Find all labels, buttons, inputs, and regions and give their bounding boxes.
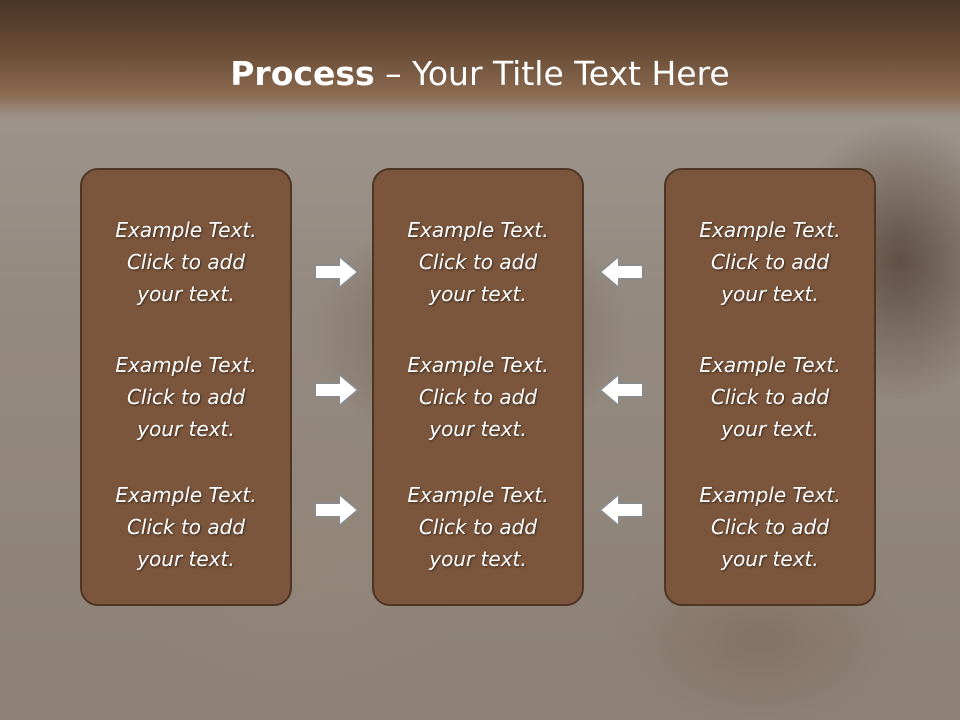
title-bold: Process bbox=[230, 54, 375, 93]
right-arrow-icon bbox=[314, 373, 359, 407]
slide-title[interactable]: Process – Your Title Text Here bbox=[0, 50, 960, 98]
title-rest: – Your Title Text Here bbox=[374, 54, 730, 93]
left-arrow-icon bbox=[599, 373, 644, 407]
left-arrow-icon bbox=[599, 255, 644, 289]
title-bar bbox=[0, 0, 960, 118]
right-arrow-icon bbox=[314, 255, 359, 289]
right-arrow-icon bbox=[314, 493, 359, 527]
left-arrow-icon bbox=[599, 493, 644, 527]
